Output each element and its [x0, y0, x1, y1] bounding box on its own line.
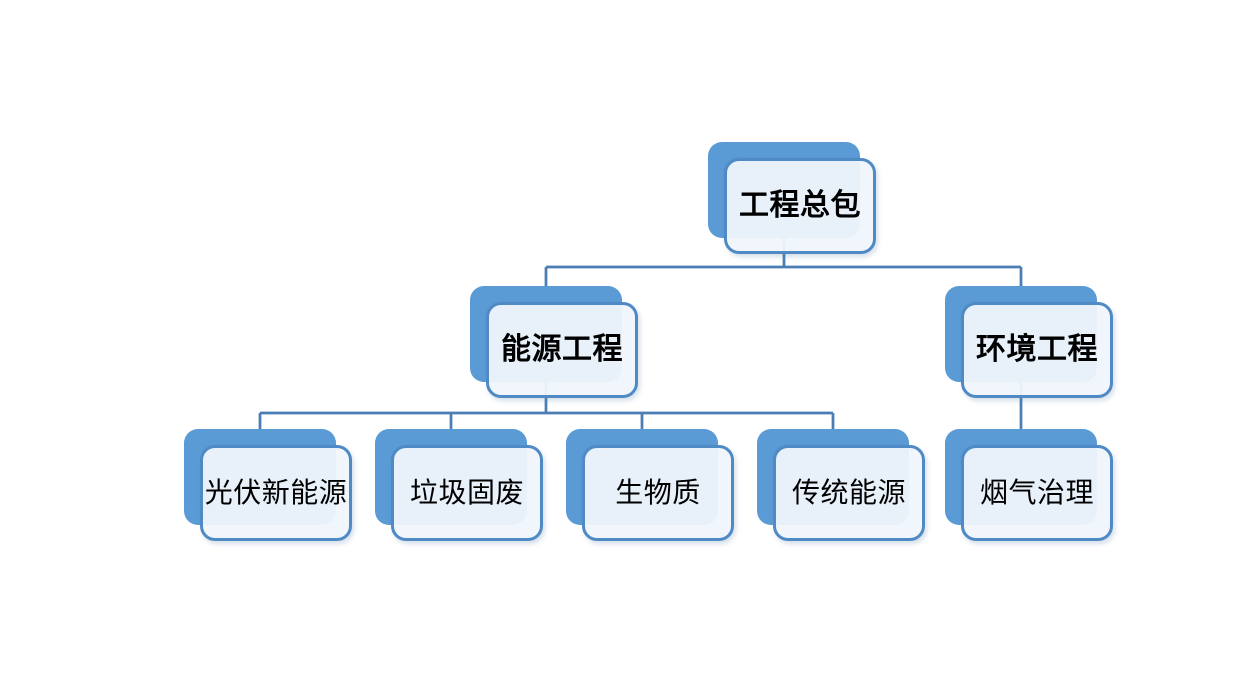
node-label: 垃圾固废 [409, 477, 524, 508]
org-node-environmental-engineering[interactable]: 环境工程 [945, 286, 1113, 398]
node-card: 生物质 [582, 445, 734, 541]
node-card: 能源工程 [486, 302, 638, 398]
org-node-general-contracting[interactable]: 工程总包 [708, 142, 876, 254]
node-label: 工程总包 [739, 189, 861, 222]
node-card: 工程总包 [724, 158, 876, 254]
node-label: 烟气治理 [979, 477, 1094, 508]
node-label: 环境工程 [976, 333, 1098, 366]
node-card: 传统能源 [773, 445, 925, 541]
org-node-flue-gas-treatment[interactable]: 烟气治理 [945, 429, 1113, 541]
node-card: 垃圾固废 [391, 445, 543, 541]
node-card: 光伏新能源 [200, 445, 352, 541]
node-label: 传统能源 [791, 477, 906, 508]
org-node-biomass[interactable]: 生物质 [566, 429, 734, 541]
org-node-energy-engineering[interactable]: 能源工程 [470, 286, 638, 398]
node-label: 生物质 [615, 477, 701, 508]
node-label: 光伏新能源 [204, 477, 348, 508]
node-label: 能源工程 [501, 333, 623, 366]
org-node-waste-solid[interactable]: 垃圾固废 [375, 429, 543, 541]
org-node-traditional-energy[interactable]: 传统能源 [757, 429, 925, 541]
node-card: 烟气治理 [961, 445, 1113, 541]
org-node-pv-new-energy[interactable]: 光伏新能源 [184, 429, 352, 541]
node-card: 环境工程 [961, 302, 1113, 398]
